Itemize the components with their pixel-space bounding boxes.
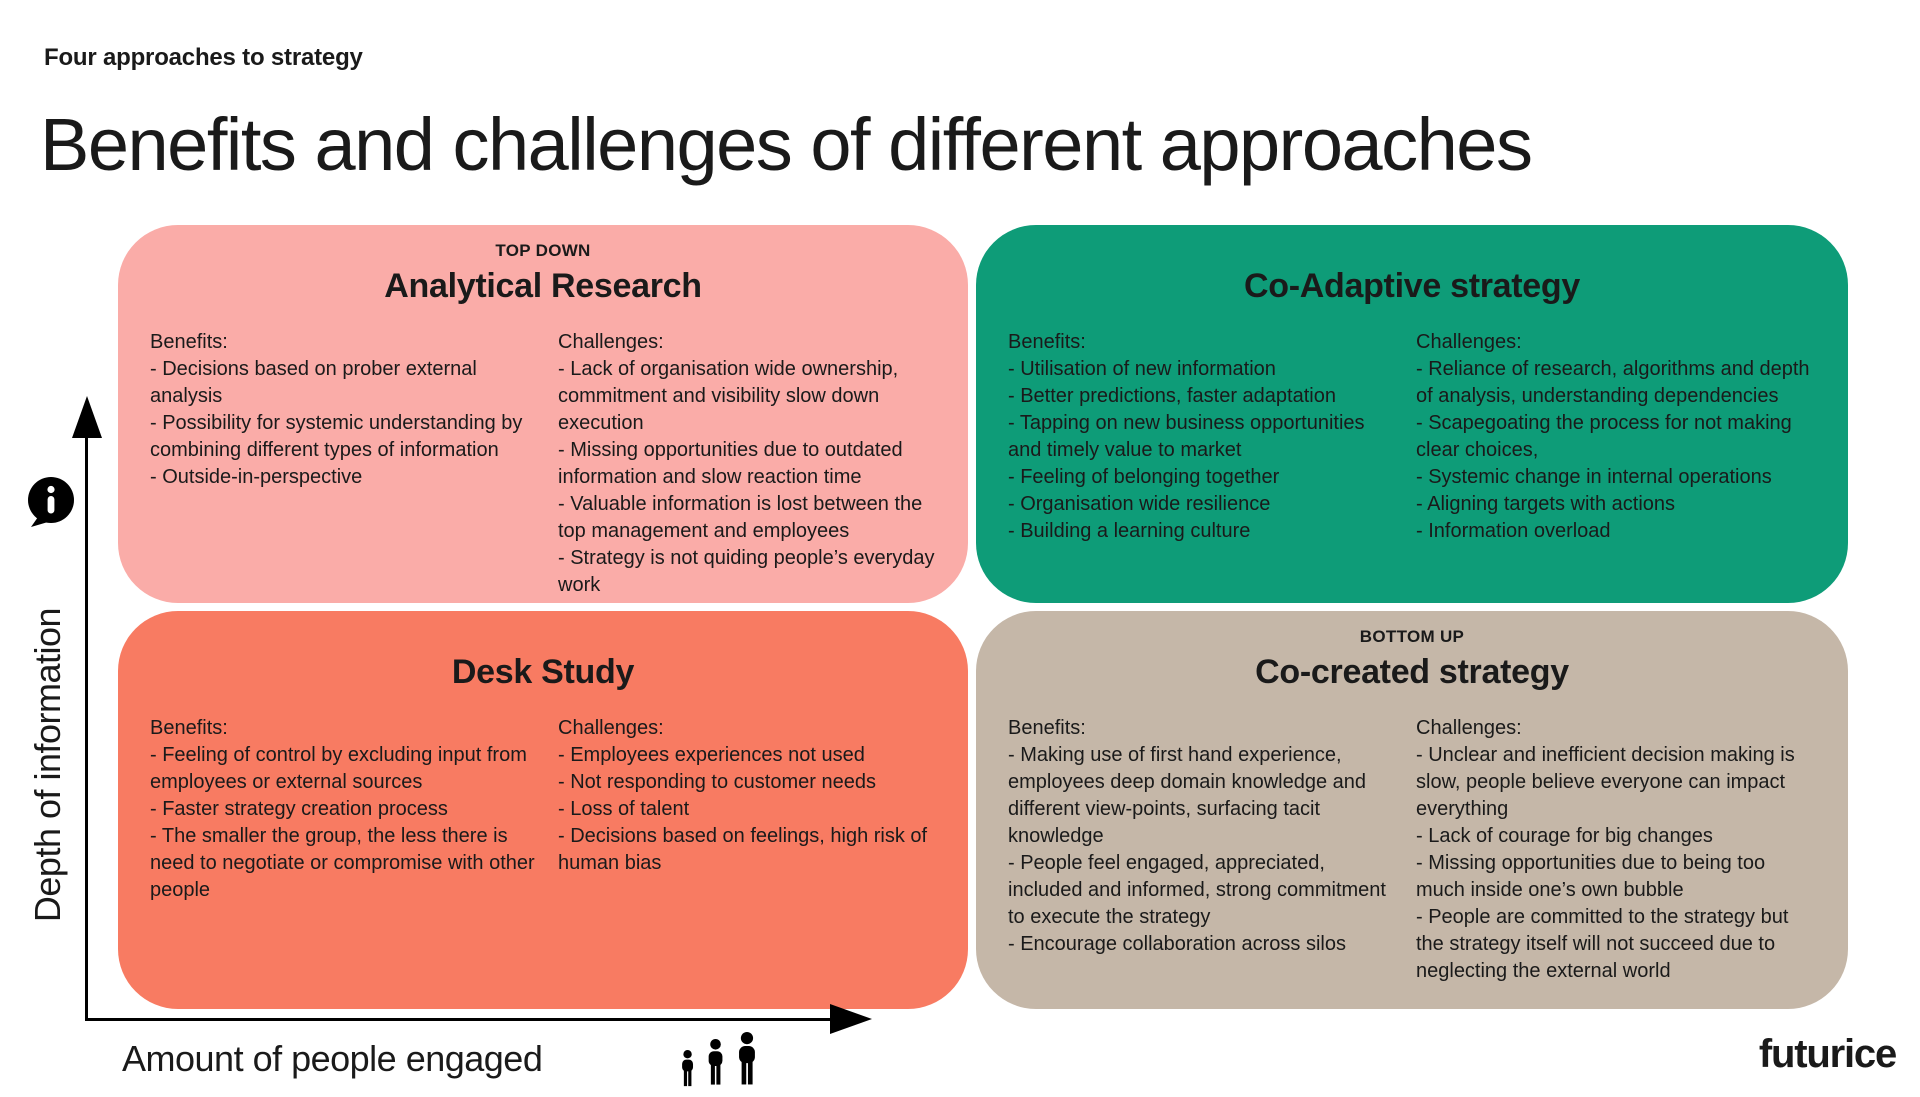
x-axis-line — [85, 1018, 832, 1021]
y-axis-label: Depth of information — [27, 607, 68, 923]
benefit-item: - Utilisation of new information — [1008, 358, 1276, 380]
challenges-label: Challenges: — [558, 717, 664, 739]
benefit-item: - Faster strategy creation process — [150, 798, 448, 820]
benefit-item: - The smaller the group, the less there … — [150, 825, 541, 901]
challenges-label: Challenges: — [1416, 331, 1522, 353]
x-axis-arrowhead — [830, 1004, 872, 1034]
quadrant-title: Desk Study — [451, 653, 635, 691]
page-title: Benefits and challenges of different app… — [40, 103, 1533, 186]
challenge-item: - Employees experiences not used — [558, 744, 865, 766]
quadrant-desk-study: Desk Study Benefits: - Feeling of contro… — [118, 611, 968, 1009]
challenge-item: - Missing opportunities due to being too… — [1416, 852, 1771, 901]
quadrant-columns: Benefits: - Feeling of control by exclud… — [118, 715, 968, 904]
benefit-item: - Encourage collaboration across silos — [1008, 933, 1346, 955]
y-axis-arrowhead — [72, 396, 102, 438]
challenge-item: - Strategy is not quiding people’s every… — [558, 547, 941, 596]
challenge-item: - Lack of organisation wide ownership, c… — [558, 358, 904, 434]
benefits-column: Benefits: - Feeling of control by exclud… — [150, 715, 542, 904]
quadrant-kicker-top-down: TOP DOWN — [495, 241, 591, 260]
challenge-item: - People are committed to the strategy b… — [1416, 906, 1794, 982]
benefit-item: - Outside-in-perspective — [150, 466, 363, 488]
info-speech-bubble-icon — [26, 476, 76, 533]
challenges-column: Challenges: - Unclear and inefficient de… — [1416, 715, 1816, 985]
challenge-item: - Reliance of research, algorithms and d… — [1416, 358, 1816, 407]
challenges-label: Challenges: — [558, 331, 664, 353]
people-group-icon — [680, 1028, 768, 1093]
challenge-item: - Missing opportunities due to outdated … — [558, 439, 909, 488]
quadrant-grid: TOP DOWN Analytical Research Benefits: -… — [118, 225, 1848, 1009]
benefits-column: Benefits: - Decisions based on prober ex… — [150, 329, 542, 599]
benefits-column: Benefits: - Utilisation of new informati… — [1008, 329, 1400, 545]
benefit-item: - Making use of first hand experience, e… — [1008, 744, 1372, 847]
challenges-column: Challenges: - Employees experiences not … — [558, 715, 936, 904]
x-axis-label: Amount of people engaged — [122, 1038, 543, 1079]
challenges-column: Challenges: - Lack of organisation wide … — [558, 329, 936, 599]
quadrant-kicker-empty — [118, 627, 968, 651]
challenge-item: - Unclear and inefficient decision makin… — [1416, 744, 1801, 820]
benefit-item: - Feeling of belonging together — [1008, 466, 1280, 488]
page-kicker: Four approaches to strategy — [44, 44, 363, 71]
benefit-item: - Better predictions, faster adaptation — [1008, 385, 1336, 407]
challenges-label: Challenges: — [1416, 717, 1522, 739]
quadrant-title: Co-created strategy — [1255, 653, 1569, 691]
quadrant-columns: Benefits: - Making use of first hand exp… — [976, 715, 1848, 985]
benefit-item: - People feel engaged, appreciated, incl… — [1008, 852, 1392, 928]
benefits-label: Benefits: — [1008, 331, 1086, 353]
benefits-label: Benefits: — [1008, 717, 1086, 739]
benefit-item: - Tapping on new business opportunities … — [1008, 412, 1371, 461]
benefits-label: Benefits: — [150, 331, 228, 353]
benefit-item: - Possibility for systemic understanding… — [150, 412, 528, 461]
challenge-item: - Loss of talent — [558, 798, 690, 820]
y-axis-line — [85, 432, 88, 1021]
benefits-label: Benefits: — [150, 717, 228, 739]
challenges-column: Challenges: - Reliance of research, algo… — [1416, 329, 1816, 545]
quadrant-kicker-empty — [976, 241, 1848, 265]
challenge-item: - Decisions based on feelings, high risk… — [558, 825, 933, 874]
quadrant-columns: Benefits: - Decisions based on prober ex… — [118, 329, 968, 599]
challenge-item: - Lack of courage for big changes — [1416, 825, 1713, 847]
quadrant-co-adaptive-strategy: Co-Adaptive strategy Benefits: - Utilisa… — [976, 225, 1848, 603]
challenge-item: - Information overload — [1416, 520, 1611, 542]
quadrant-co-created-strategy: BOTTOM UP Co-created strategy Benefits: … — [976, 611, 1848, 1009]
challenge-item: - Aligning targets with actions — [1416, 493, 1676, 515]
quadrant-title: Co-Adaptive strategy — [1244, 267, 1580, 305]
quadrant-kicker-bottom-up: BOTTOM UP — [1359, 627, 1465, 646]
quadrant-title: Analytical Research — [384, 267, 702, 305]
quadrant-analytical-research: TOP DOWN Analytical Research Benefits: -… — [118, 225, 968, 603]
benefits-column: Benefits: - Making use of first hand exp… — [1008, 715, 1400, 985]
challenge-item: - Not responding to customer needs — [558, 771, 876, 793]
challenge-item: - Valuable information is lost between t… — [558, 493, 928, 542]
benefit-item: - Building a learning culture — [1008, 520, 1251, 542]
benefit-item: - Decisions based on prober external ana… — [150, 358, 483, 407]
benefit-item: - Feeling of control by excluding input … — [150, 744, 533, 793]
benefit-item: - Organisation wide resilience — [1008, 493, 1271, 515]
challenge-item: - Scapegoating the process for not makin… — [1416, 412, 1798, 461]
futurice-logo: futurice — [1758, 1032, 1897, 1076]
challenge-item: - Systemic change in internal operations — [1416, 466, 1772, 488]
quadrant-columns: Benefits: - Utilisation of new informati… — [976, 329, 1848, 545]
